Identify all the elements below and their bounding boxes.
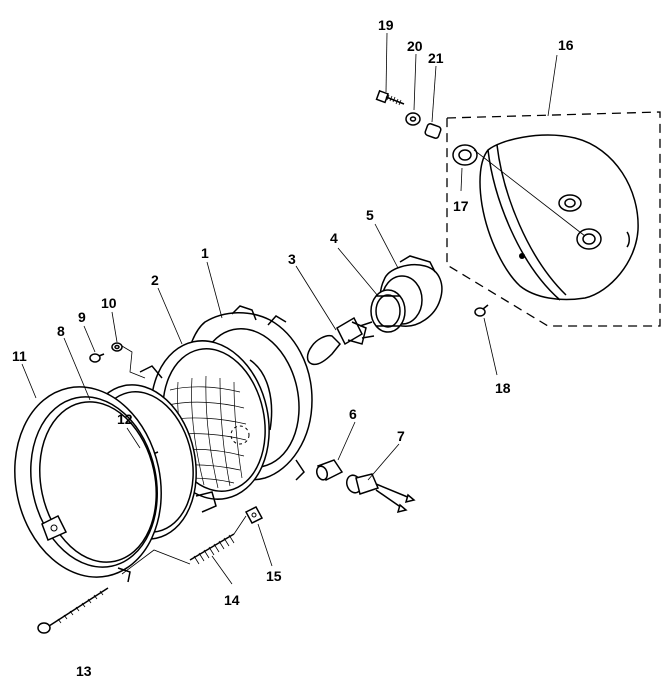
label-2: 2 — [151, 272, 159, 288]
label-6: 6 — [349, 406, 357, 422]
label-1: 1 — [201, 245, 209, 261]
label-20: 20 — [407, 38, 423, 54]
bulb-part — [306, 316, 375, 366]
label-13: 13 — [76, 663, 92, 679]
label-5: 5 — [366, 207, 374, 223]
label-4: 4 — [330, 230, 338, 246]
headlight-shell-part — [446, 111, 661, 327]
grommet-part — [452, 144, 478, 166]
wire-grommet-part — [345, 473, 416, 514]
bolt-part — [375, 89, 405, 106]
label-7: 7 — [397, 428, 405, 444]
label-8: 8 — [57, 323, 65, 339]
small-washer-part — [111, 342, 123, 352]
rim-part — [14, 386, 162, 583]
label-16: 16 — [558, 37, 574, 53]
label-9: 9 — [78, 309, 86, 325]
label-17: 17 — [453, 198, 469, 214]
part-labels: 1 2 3 4 5 6 7 8 9 10 11 12 13 14 15 16 1… — [12, 17, 574, 679]
label-19: 19 — [378, 17, 394, 33]
label-11: 11 — [12, 348, 27, 364]
label-21: 21 — [428, 50, 444, 66]
leader-lines — [21, 32, 586, 585]
label-10: 10 — [101, 295, 117, 311]
spring-ring-part — [370, 289, 406, 333]
label-18: 18 — [495, 380, 511, 396]
collar-part — [424, 123, 442, 139]
long-screw-part — [37, 587, 109, 634]
collar-part-6 — [315, 459, 344, 481]
label-15: 15 — [266, 568, 282, 584]
label-12: 12 — [117, 411, 133, 427]
nut-part — [244, 506, 264, 524]
label-14: 14 — [224, 592, 240, 608]
spring-part — [189, 533, 235, 565]
small-screw-part — [89, 353, 105, 363]
washer-part — [405, 112, 421, 126]
label-3: 3 — [288, 251, 296, 267]
screw-part — [474, 304, 489, 317]
